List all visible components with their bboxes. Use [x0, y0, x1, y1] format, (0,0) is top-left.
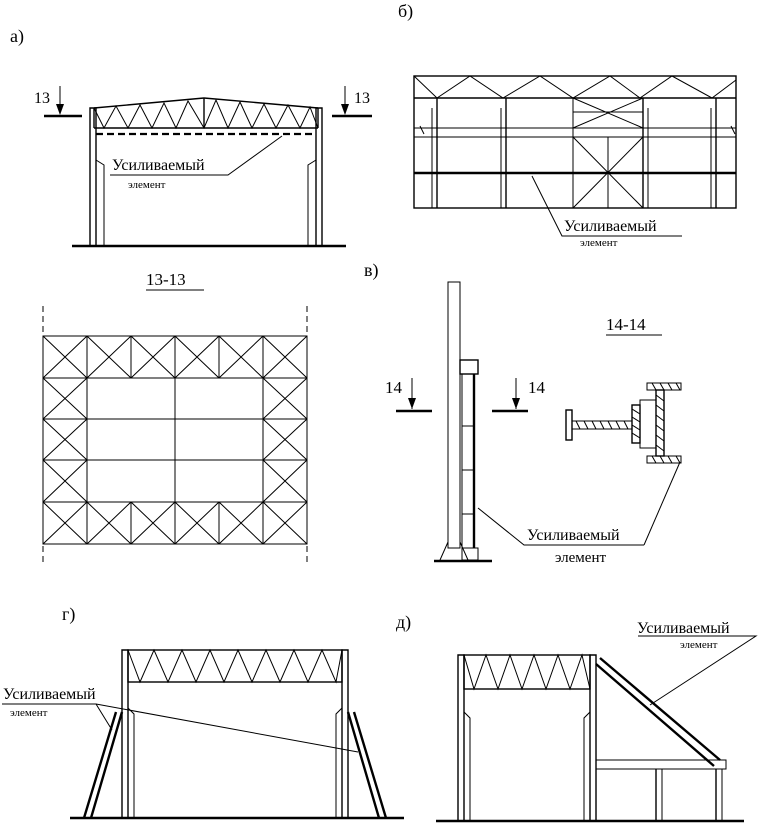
left-column-g	[121, 649, 129, 818]
section-13-title: 13-13	[146, 270, 186, 289]
callout-a-line2: элемент	[128, 179, 166, 191]
callout-b-line1: Усиливаемый	[564, 218, 657, 235]
right-column-d	[589, 654, 597, 821]
callout-g-leader-right	[95, 703, 359, 753]
callout-v-leader-right	[643, 461, 681, 546]
callout-d-line2: элемент	[680, 639, 718, 651]
panel-b: б) Усиливаемый элемент	[398, 1, 737, 249]
callout-v-leader-left	[477, 507, 644, 546]
section-13-13: 13-13	[42, 270, 308, 566]
panel-g: г) Усиливаемый элемент	[2, 604, 404, 820]
panel-g-label: г)	[62, 604, 75, 625]
annex-beam	[595, 759, 727, 770]
section-14-right-label: 14	[528, 378, 546, 397]
truss-top-chord-left	[93, 97, 205, 109]
callout-v-line1: Усиливаемый	[527, 527, 620, 544]
callout-v-line2: элемент	[555, 550, 606, 566]
panel-a: а) Усиливаемый элемент 13 13	[10, 26, 372, 248]
callout-b-leader	[531, 175, 682, 237]
panel-d-label: д)	[396, 612, 411, 633]
panel-v: в) 14 14 14-14	[364, 260, 682, 566]
branch-cap	[459, 359, 479, 375]
callout-a-leader	[110, 135, 283, 176]
wall-elevation-frame	[413, 75, 737, 209]
callout-g-line1: Усиливаемый	[3, 686, 96, 703]
callout-b-line2: элемент	[580, 237, 618, 249]
section-14-title: 14-14	[606, 315, 646, 334]
truss-top-chord-right	[203, 97, 319, 109]
right-column	[315, 107, 323, 246]
panel-a-label: а)	[10, 26, 24, 47]
section-13-left-label: 13	[34, 90, 50, 107]
callout-a-line1: Усиливаемый	[112, 157, 205, 174]
section-14-detail	[565, 382, 682, 464]
column-v	[447, 281, 461, 549]
panel-b-label: б)	[398, 1, 413, 22]
right-column-g	[341, 649, 349, 818]
left-column-d	[457, 654, 465, 821]
section-13-right-label: 13	[354, 90, 370, 107]
left-column	[89, 107, 97, 246]
panel-v-label: в)	[364, 260, 379, 281]
callout-d-leader	[638, 635, 758, 706]
callout-g-line2: элемент	[10, 707, 48, 719]
roof-bracing-sides	[42, 377, 308, 503]
callout-d-line1: Усиливаемый	[637, 620, 730, 637]
roof-bracing-top	[42, 335, 308, 379]
strengthening-strut-left	[82, 711, 124, 819]
panel-d: д) Усиливаемый элемент	[396, 612, 758, 823]
roof-bracing-bottom	[42, 501, 308, 545]
section-14-left-label: 14	[385, 378, 403, 397]
strengthening-strut-right	[346, 711, 388, 819]
strengthening-strut-d	[595, 657, 721, 767]
